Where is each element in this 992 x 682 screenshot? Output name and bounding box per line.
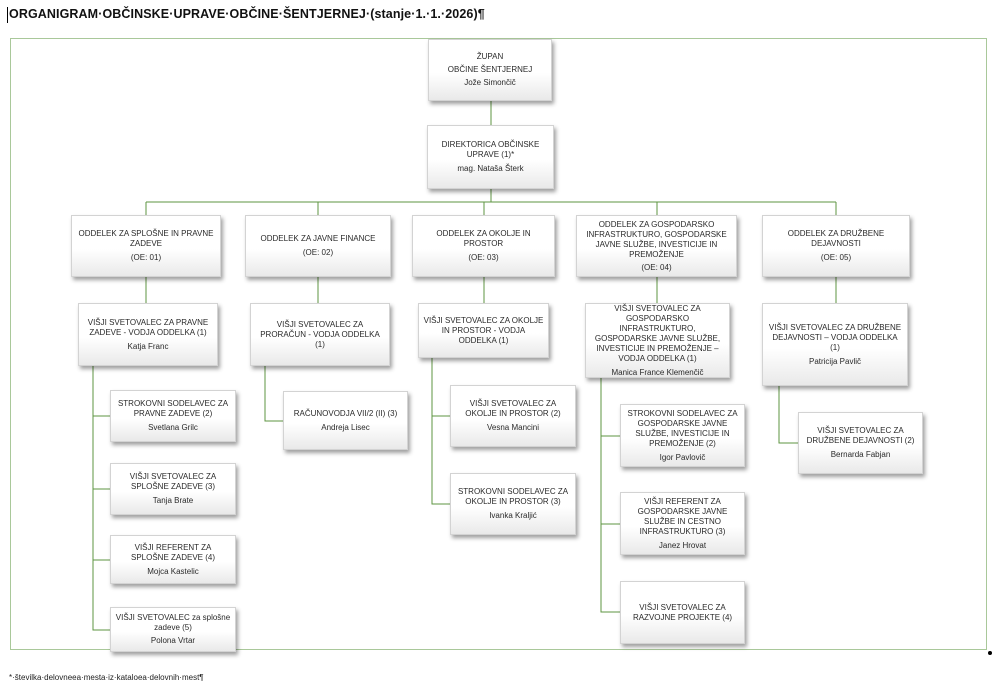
staff-title: VIŠJI SVETOVALEC ZA OKOLJE IN PROSTOR (2…: [465, 399, 561, 418]
staff-box-04-2: VIŠJI REFERENT ZA GOSPODARSKE JAVNE SLUŽ…: [620, 492, 745, 555]
staff-box-04-1: STROKOVNI SODELAVEC ZA GOSPODARSKE JAVNE…: [620, 404, 745, 467]
staff-person: Igor Pavlovič: [659, 452, 706, 462]
department-box-03: ODDELEK ZA OKOLJE IN PROSTOR (OE: 03): [412, 215, 555, 277]
head-title: VIŠJI SVETOVALEC ZA DRUŽBENE DEJAVNOSTI …: [768, 322, 902, 352]
staff-box-03-2: STROKOVNI SODELAVEC ZA OKOLJE IN PROSTOR…: [450, 473, 576, 535]
staff-person: Andreja Lisec: [321, 422, 370, 432]
head-person: Katja Franc: [127, 341, 169, 351]
connector-dept-01-staff: [92, 366, 110, 631]
connector-dept-04-staff: [600, 378, 620, 613]
organigram-frame: [10, 38, 987, 650]
connector-dept-02-staff: [264, 366, 283, 422]
staff-box-04-3: VIŠJI SVETOVALEC ZA RAZVOJNE PROJEKTE (4…: [620, 581, 745, 644]
mayor-box: ŽUPAN OBČINE ŠENTJERNEJ Jože Simončič: [428, 39, 552, 101]
department-code: (OE: 04): [641, 262, 672, 272]
staff-box-03-1: VIŠJI SVETOVALEC ZA OKOLJE IN PROSTOR (2…: [450, 385, 576, 447]
staff-box-01-1: STROKOVNI SODELAVEC ZA PRAVNE ZADEVE (2)…: [110, 390, 236, 442]
staff-box-02-1: RAČUNOVODJA VII/2 (II) (3) Andreja Lisec: [283, 391, 408, 450]
head-box-01: VIŠJI SVETOVALEC ZA PRAVNE ZADEVE - VODJ…: [78, 303, 218, 366]
footnote: *·številka·delovneea·mesta·iz·kataloea·d…: [9, 673, 204, 682]
staff-title: VIŠJI SVETOVALEC ZA RAZVOJNE PROJEKTE (4…: [632, 602, 733, 622]
head-title: VIŠJI SVETOVALEC ZA PRAVNE ZADEVE - VODJ…: [87, 317, 209, 337]
department-code: (OE: 05): [820, 253, 852, 262]
staff-title: RAČUNOVODJA VII/2 (II) (3): [293, 408, 398, 418]
department-name: ODDELEK ZA SPLOŠNE IN PRAVNE ZADEVE: [78, 229, 214, 248]
staff-box-05-1: VIŠJI SVETOVALEC ZA DRUŽBENE DEJAVNOSTI …: [798, 412, 923, 474]
staff-title: VIŠJI SVETOVALEC ZA DRUŽBENE DEJAVNOSTI …: [806, 426, 915, 445]
head-box-05: VIŠJI SVETOVALEC ZA DRUŽBENE DEJAVNOSTI …: [762, 303, 908, 386]
head-person: Patricija Pavlič: [808, 356, 861, 366]
staff-title: VIŠJI REFERENT ZA GOSPODARSKE JAVNE SLUŽ…: [637, 496, 728, 536]
staff-box-01-2: VIŠJI SVETOVALEC ZA SPLOŠNE ZADEVE (3) T…: [110, 463, 236, 515]
staff-title: VIŠJI SVETOVALEC ZA SPLOŠNE ZADEVE (3): [129, 472, 217, 491]
department-box-05: ODDELEK ZA DRUŽBENE DEJAVNOSTI (OE: 05): [762, 215, 910, 277]
head-title: VIŠJI SVETOVALEC ZA OKOLJE IN PROSTOR - …: [423, 315, 544, 345]
document-title: ORGANIGRAM·OBČINSKE·UPRAVE·OBČINE·ŠENTJE…: [7, 7, 485, 23]
department-code: (OE: 03): [468, 253, 499, 262]
staff-person: Vesna Mancini: [486, 423, 540, 432]
staff-title: VIŠJI REFERENT ZA SPLOŠNE ZADEVE (4): [130, 542, 216, 562]
department-box-04: ODDELEK ZA GOSPODARSKO INFRASTRUKTURO, G…: [576, 215, 737, 277]
director-title: DIREKTORICA OBČINSKE UPRAVE (1)*: [441, 140, 540, 159]
department-box-01: ODDELEK ZA SPLOŠNE IN PRAVNE ZADEVE (OE:…: [71, 215, 221, 277]
staff-person: Janez Hrovat: [658, 540, 707, 550]
director-person: mag. Nataša Šterk: [457, 164, 524, 173]
head-box-03: VIŠJI SVETOVALEC ZA OKOLJE IN PROSTOR - …: [418, 303, 549, 358]
mayor-municipality: OBČINE ŠENTJERNEJ: [447, 65, 533, 74]
staff-box-01-3: VIŠJI REFERENT ZA SPLOŠNE ZADEVE (4) Moj…: [110, 535, 236, 584]
head-title: VIŠJI SVETOVALEC ZA GOSPODARSKO INFRASTR…: [594, 303, 721, 363]
staff-title: STROKOVNI SODELAVEC ZA OKOLJE IN PROSTOR…: [457, 487, 569, 506]
head-box-02: VIŠJI SVETOVALEC ZA PRORAČUN - VODJA ODD…: [250, 303, 390, 366]
staff-title: VIŠJI SVETOVALEC za splošne zadeve (5): [115, 613, 231, 632]
staff-person: Polona Vrtar: [150, 636, 196, 645]
staff-person: Tanja Brate: [152, 496, 194, 505]
mayor-title: ŽUPAN: [476, 52, 504, 61]
staff-person: Bernarda Fabjan: [830, 450, 891, 459]
director-box: DIREKTORICA OBČINSKE UPRAVE (1)* mag. Na…: [427, 125, 554, 189]
staff-person: Ivanka Kraljić: [489, 511, 537, 520]
department-name: ODDELEK ZA DRUŽBENE DEJAVNOSTI: [787, 229, 885, 248]
frame-anchor-mark: [988, 651, 992, 655]
department-name: ODDELEK ZA GOSPODARSKO INFRASTRUKTURO, G…: [586, 219, 727, 259]
staff-person: Mojca Kastelic: [147, 566, 199, 576]
department-name: ODDELEK ZA JAVNE FINANCE: [260, 234, 376, 243]
mayor-person: Jože Simončič: [464, 78, 516, 87]
staff-title: STROKOVNI SODELAVEC ZA GOSPODARSKE JAVNE…: [627, 408, 738, 448]
connector-dept-03-staff: [431, 358, 450, 505]
staff-person: Svetlana Grilc: [148, 423, 198, 432]
department-box-02: ODDELEK ZA JAVNE FINANCE (OE: 02): [245, 215, 391, 277]
department-name: ODDELEK ZA OKOLJE IN PROSTOR: [436, 229, 531, 248]
head-title: VIŠJI SVETOVALEC ZA PRORAČUN - VODJA ODD…: [260, 319, 380, 349]
department-code: (OE: 02): [302, 248, 334, 257]
head-box-04: VIŠJI SVETOVALEC ZA GOSPODARSKO INFRASTR…: [585, 303, 730, 378]
staff-title: STROKOVNI SODELAVEC ZA PRAVNE ZADEVE (2): [117, 399, 229, 418]
head-person: Manica France Klemenčič: [611, 367, 704, 377]
staff-box-01-4: VIŠJI SVETOVALEC za splošne zadeve (5) P…: [110, 607, 236, 652]
department-code: (OE: 01): [130, 253, 162, 262]
connector-dept-05-staff: [778, 386, 798, 444]
